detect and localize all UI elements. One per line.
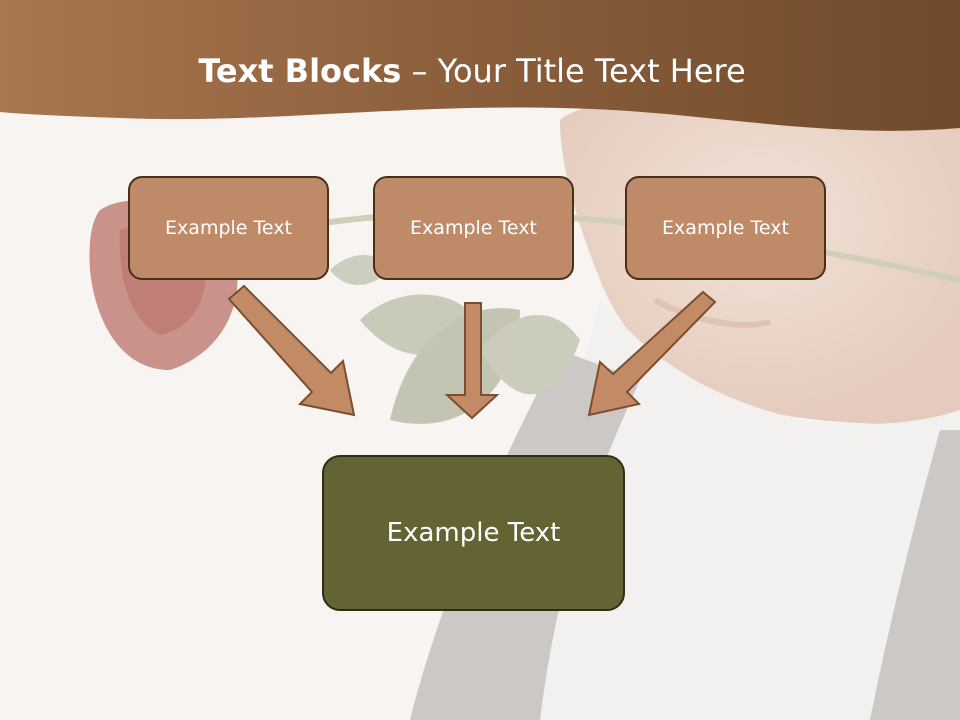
text-block-center[interactable]: Example Text: [373, 176, 574, 280]
slide-title: Text Blocks – Your Title Text Here: [0, 52, 944, 90]
title-bold: Text Blocks: [198, 52, 402, 90]
text-block-right[interactable]: Example Text: [625, 176, 826, 280]
text-block-bottom[interactable]: Example Text: [322, 455, 625, 611]
text-block-left-label: Example Text: [165, 217, 292, 239]
text-block-right-label: Example Text: [662, 217, 789, 239]
text-block-center-label: Example Text: [410, 217, 537, 239]
text-block-left[interactable]: Example Text: [128, 176, 329, 280]
title-separator: –: [411, 52, 428, 90]
title-rest: Your Title Text Here: [437, 52, 746, 90]
text-block-bottom-label: Example Text: [386, 518, 561, 548]
